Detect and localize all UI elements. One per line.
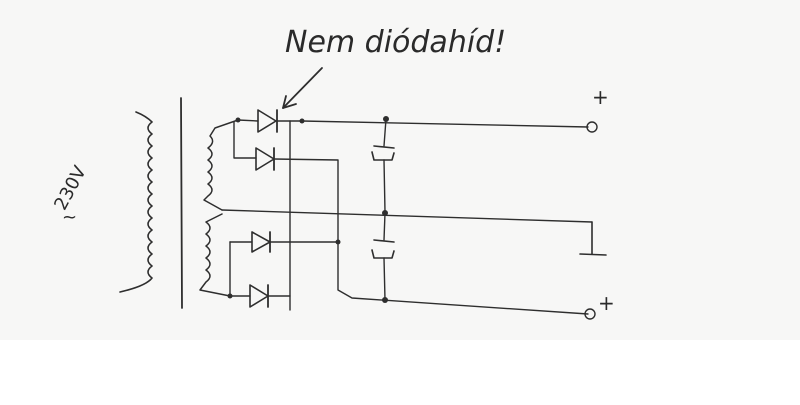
transformer-secondary-upper (203, 119, 239, 211)
upper-diode-pair (233, 109, 339, 243)
diode-d2 (255, 147, 275, 171)
annotation-arrow (282, 67, 323, 109)
lower-diode-pair (227, 231, 341, 308)
diode-d3 (251, 231, 271, 253)
annotation-text: Nem diódahíd! (285, 25, 506, 60)
capacitor-lower (371, 212, 395, 301)
capacitor-upper (371, 118, 395, 213)
scan-margin (0, 340, 800, 405)
junction-dot (382, 297, 388, 303)
junction-dot (235, 117, 241, 123)
junction-dot (227, 293, 233, 299)
terminal-positive-bottom (584, 308, 596, 320)
diode-d4 (249, 284, 269, 308)
lower-output-wire (337, 241, 589, 315)
transformer-core (180, 97, 183, 309)
transformer-primary-winding (119, 111, 153, 293)
ground-terminal (579, 221, 607, 256)
diode-d1 (257, 109, 277, 133)
transformer-secondary-lower (199, 213, 231, 297)
ac-symbol: ~ (62, 207, 77, 228)
terminal-positive-top (586, 121, 598, 133)
plus-label-bottom: + (598, 291, 615, 315)
center-tap-wire (221, 209, 593, 223)
plus-label-top: + (592, 85, 609, 109)
voltage-label: 230V (50, 162, 91, 214)
upper-output-wire (301, 120, 589, 128)
